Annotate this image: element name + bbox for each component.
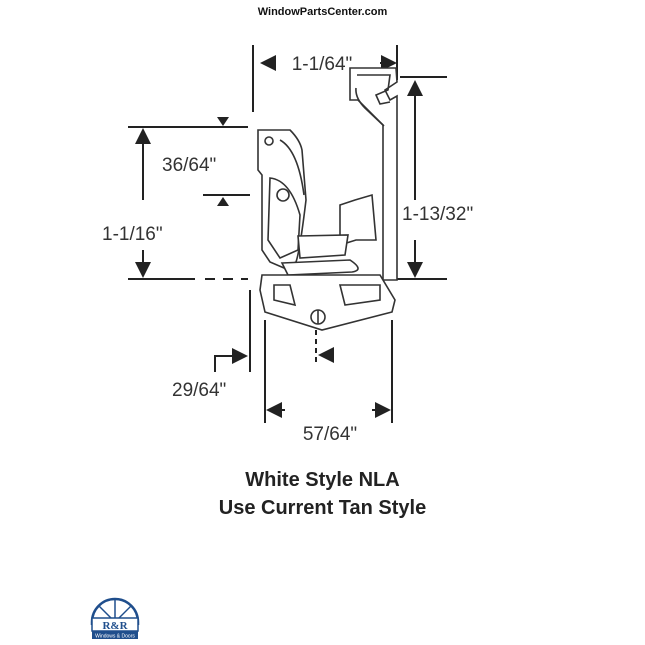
bottom-width-label: 57/64" bbox=[303, 424, 357, 445]
rr-logo: R&R Windows & Doors bbox=[90, 597, 140, 640]
caption-line-1: White Style NLA bbox=[245, 469, 400, 491]
logo-subtext: Windows & Doors bbox=[95, 634, 135, 640]
pivot-offset-label: 36/64" bbox=[162, 155, 216, 176]
pivot-arrow-up bbox=[217, 197, 229, 206]
left-offset-label: 29/64" bbox=[172, 380, 226, 401]
top-width-label: 1-1/64" bbox=[292, 54, 353, 75]
pivot-arrow-down bbox=[217, 117, 229, 126]
caption-line-2: Use Current Tan Style bbox=[218, 497, 427, 519]
logo-text: R&R bbox=[102, 620, 128, 632]
left-height-label: 1-1/16" bbox=[102, 224, 163, 245]
latch-part bbox=[257, 67, 398, 331]
left-offset-leader bbox=[214, 348, 248, 372]
site-watermark: WindowPartsCenter.com bbox=[257, 6, 388, 18]
right-height-label: 1-13/32" bbox=[402, 204, 473, 225]
